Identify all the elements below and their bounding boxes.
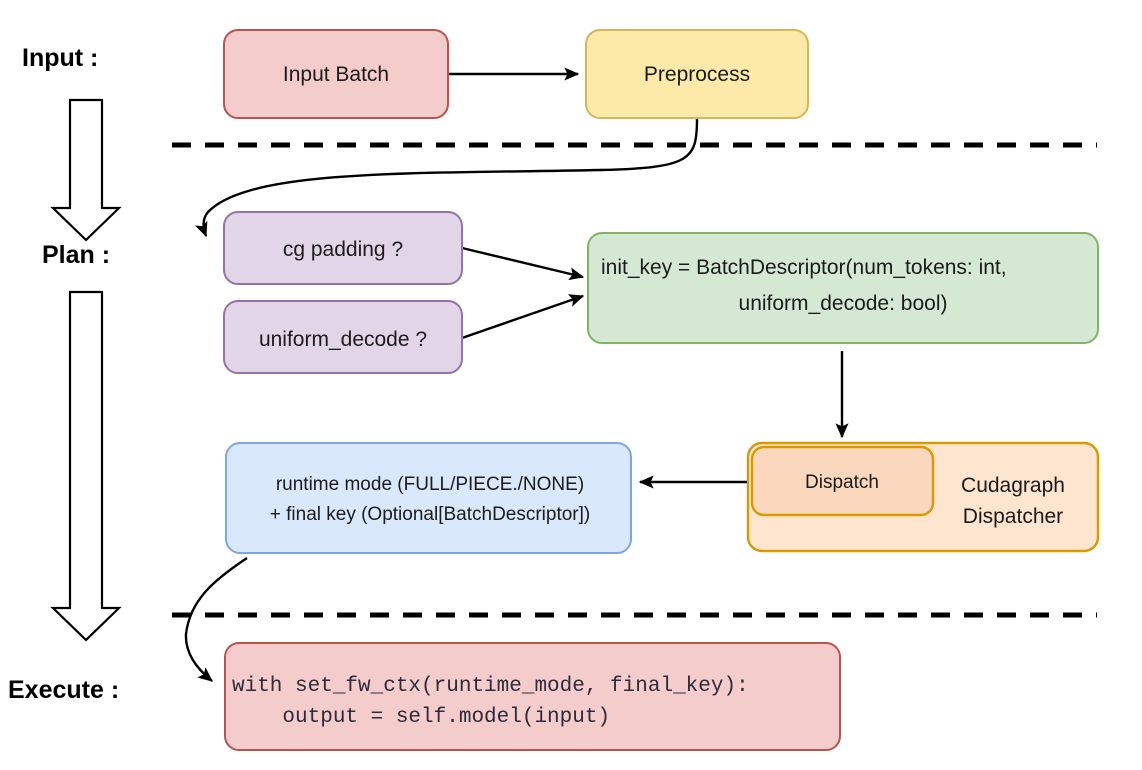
node-runtime-mode-line2: + final key (Optional[BatchDescriptor]): [270, 504, 591, 525]
stage-label-input: Input :: [22, 44, 98, 72]
node-init-key-box[interactable]: [587, 232, 1099, 344]
node-input-batch-box[interactable]: [223, 29, 449, 119]
node-execute-code-line1: with set_fw_ctx(runtime_mode, final_key)…: [232, 675, 749, 698]
edge-uniform-decode-to-init-key: [461, 294, 585, 340]
node-preprocess-label: Preprocess: [644, 63, 750, 86]
node-init-key[interactable]: init_key = BatchDescriptor(num_tokens: i…: [587, 232, 1099, 344]
node-preprocess[interactable]: Preprocess: [585, 29, 809, 119]
node-preprocess-box[interactable]: [585, 29, 809, 119]
node-input-batch-label: Input Batch: [283, 63, 389, 86]
node-execute-code-box[interactable]: [224, 642, 841, 751]
node-cudagraph-dispatcher-line2: Dispatcher: [963, 505, 1063, 528]
stage-arrow-input-to-plan: [50, 98, 122, 242]
node-execute-code-line2: output = self.model(input): [232, 706, 610, 729]
node-execute-code[interactable]: with set_fw_ctx(runtime_mode, final_key)…: [224, 642, 841, 751]
node-cg-padding[interactable]: cg padding ?: [223, 211, 463, 285]
edge-cg-padding-to-init-key: [461, 246, 585, 281]
node-uniform-decode-box[interactable]: [223, 300, 463, 374]
edge-runtime-mode-to-execute-code: [184, 557, 248, 682]
node-cg-padding-label: cg padding ?: [283, 238, 403, 261]
node-runtime-mode-line1: runtime mode (FULL/PIECE./NONE): [276, 474, 584, 495]
node-dispatch-label: Dispatch: [805, 472, 879, 493]
node-runtime-mode[interactable]: runtime mode (FULL/PIECE./NONE) + final …: [225, 442, 632, 554]
node-dispatch[interactable]: Dispatch: [750, 445, 935, 517]
node-uniform-decode[interactable]: uniform_decode ?: [223, 300, 463, 374]
stage-label-plan: Plan :: [42, 241, 110, 269]
stage-arrow-plan-to-execute: [50, 290, 122, 642]
node-dispatch-box[interactable]: [750, 445, 935, 517]
stage-label-execute: Execute :: [8, 676, 119, 704]
node-input-batch[interactable]: Input Batch: [223, 29, 449, 119]
node-init-key-line2: uniform_decode: bool): [739, 292, 948, 315]
node-runtime-mode-box[interactable]: [225, 442, 632, 554]
edge-preprocess-to-cg-padding: [195, 118, 699, 238]
node-cg-padding-box[interactable]: [223, 211, 463, 285]
node-init-key-line1: init_key = BatchDescriptor(num_tokens: i…: [601, 256, 1007, 279]
node-uniform-decode-label: uniform_decode ?: [259, 328, 427, 351]
node-cudagraph-dispatcher-line1: Cudagraph: [961, 474, 1065, 497]
